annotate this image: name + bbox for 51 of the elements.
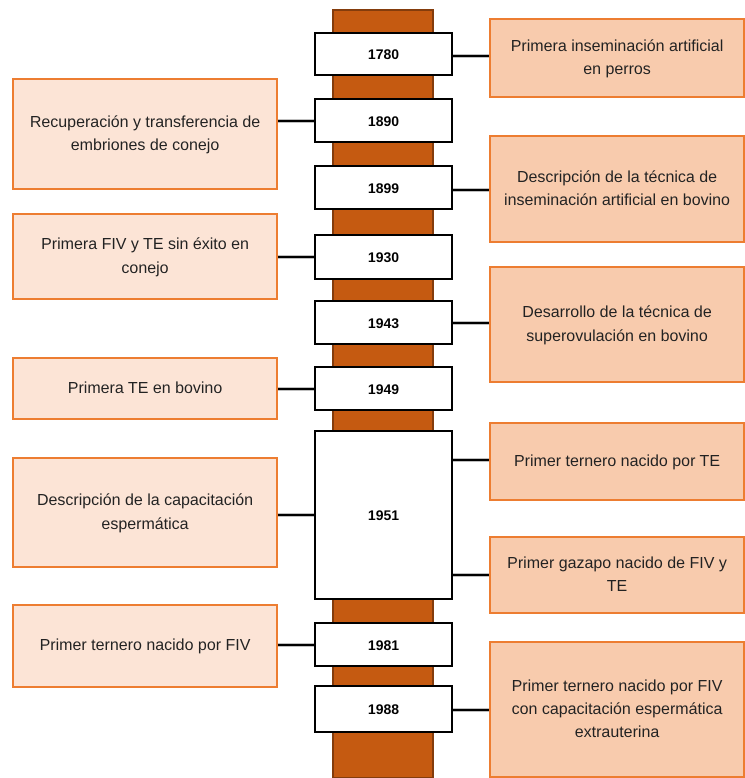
event-box	[12, 604, 278, 688]
event-text: Desarrollo de la técnica de superovulación en bovino	[521, 303, 713, 346]
event-box	[12, 457, 278, 568]
event-text: Recuperación y transferencia de embriones de conejo	[28, 112, 262, 156]
connector-line	[453, 322, 489, 324]
event-text: Primer ternero nacido por FIV con capacitación espermática extrauterina	[510, 676, 724, 744]
connector-line	[453, 574, 489, 576]
event-box	[489, 536, 745, 614]
connector-line	[278, 388, 314, 390]
connector-line	[278, 256, 314, 258]
event-text: Primer ternero nacido por TE	[514, 452, 720, 472]
year-box	[314, 685, 453, 733]
event-box	[12, 357, 278, 420]
year-box	[314, 98, 453, 143]
event-text: Descripción de la capacitación espermática	[36, 491, 254, 534]
year-box	[314, 32, 453, 76]
year-label: 1899	[368, 180, 400, 196]
event-box	[12, 213, 278, 300]
year-label: 1981	[368, 636, 400, 652]
connector-line	[278, 514, 314, 516]
event-box	[489, 18, 745, 98]
year-label: 1943	[368, 314, 400, 330]
year-box	[314, 300, 453, 345]
event-text: Primer gazapo nacido de FIV y TE	[506, 554, 728, 597]
connector-line	[453, 188, 489, 192]
connector-line	[278, 644, 314, 646]
year-box	[314, 165, 453, 210]
event-box	[489, 422, 745, 501]
year-box	[314, 234, 453, 280]
event-text: Primer ternero nacido por FIV	[40, 636, 250, 656]
connector-line	[453, 708, 489, 712]
event-box	[489, 135, 745, 243]
event-text: Primera FIV y TE sin éxito en conejo	[40, 235, 250, 278]
year-label: 1949	[368, 380, 400, 396]
event-text: Primera inseminación artificial en perros	[510, 36, 724, 80]
connector-line	[453, 54, 489, 58]
year-box	[314, 430, 453, 600]
year-label: 1988	[368, 701, 400, 717]
year-label: 1930	[368, 249, 400, 265]
event-text: Primera TE en bovino	[68, 378, 222, 399]
year-box	[314, 366, 453, 411]
event-box	[489, 266, 745, 383]
event-text: Descripción de la técnica de inseminación artificial en bovino	[503, 168, 731, 211]
year-label: 1890	[368, 112, 400, 128]
year-label: 1780	[368, 46, 400, 62]
connector-line	[278, 120, 314, 122]
event-box	[12, 78, 278, 190]
event-box	[489, 641, 745, 778]
year-box	[314, 622, 453, 667]
year-label: 1951	[368, 507, 400, 523]
connector-line	[453, 458, 489, 462]
